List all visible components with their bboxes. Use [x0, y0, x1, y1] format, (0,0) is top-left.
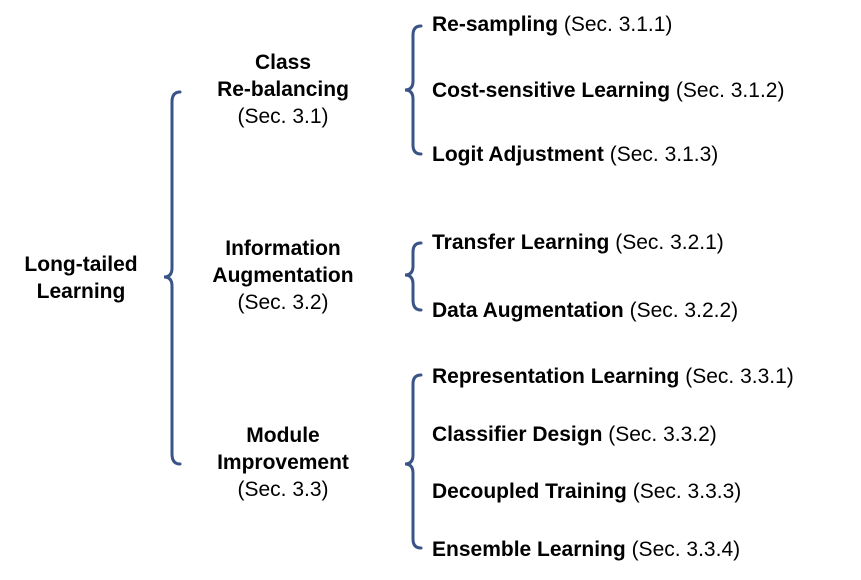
leaf-name: Logit Adjustment [432, 143, 604, 166]
leaf-item: Re-sampling (Sec. 3.1.1) [432, 12, 672, 38]
root-label-line: Learning [36, 280, 126, 303]
branch-information-augmentation: Information Augmentation (Sec. 3.2) [183, 235, 383, 316]
module-improvement-brace [404, 373, 423, 550]
leaf-item: Cost-sensitive Learning (Sec. 3.1.2) [432, 78, 784, 104]
leaf-section: (Sec. 3.3.4) [631, 538, 741, 561]
branch-title-line: Information [225, 237, 341, 260]
branch-section: (Sec. 3.2) [237, 291, 329, 314]
branch-title-line: Improvement [217, 451, 349, 474]
leaf-section: (Sec. 3.3.3) [632, 480, 742, 503]
leaf-item: Representation Learning (Sec. 3.3.1) [432, 364, 794, 390]
branch-module-improvement: Module Improvement (Sec. 3.3) [183, 422, 383, 503]
leaf-section: (Sec. 3.2.1) [615, 231, 724, 254]
branch-section: (Sec. 3.3) [237, 478, 329, 501]
leaf-name: Re-sampling [432, 13, 559, 36]
leaf-section: (Sec. 3.2.2) [629, 299, 739, 322]
branch-class-rebalancing: Class Re-balancing (Sec. 3.1) [183, 49, 383, 130]
root-label-line: Long-tailed [24, 253, 138, 276]
information-augmentation-brace [404, 241, 423, 312]
branch-title-line: Module [246, 424, 320, 447]
leaf-section: (Sec. 3.3.2) [608, 423, 717, 446]
leaf-section: (Sec. 3.3.1) [685, 365, 794, 388]
root-brace [163, 90, 182, 466]
branch-title-line: Class [254, 51, 312, 74]
leaf-item: Data Augmentation (Sec. 3.2.2) [432, 298, 738, 324]
leaf-item: Transfer Learning (Sec. 3.2.1) [432, 230, 724, 256]
class-rebalancing-brace [404, 24, 423, 156]
leaf-item: Ensemble Learning (Sec. 3.3.4) [432, 537, 740, 563]
leaf-name: Decoupled Training [432, 480, 627, 503]
leaf-item: Decoupled Training (Sec. 3.3.3) [432, 479, 741, 505]
leaf-name: Data Augmentation [432, 299, 624, 322]
branch-title-line: Augmentation [212, 264, 354, 287]
leaf-item: Classifier Design (Sec. 3.3.2) [432, 422, 717, 448]
leaf-item: Logit Adjustment (Sec. 3.1.3) [432, 142, 718, 168]
leaf-name: Ensemble Learning [432, 538, 626, 561]
leaf-section: (Sec. 3.1.2) [675, 79, 785, 102]
branch-section: (Sec. 3.1) [237, 105, 329, 128]
leaf-section: (Sec. 3.1.3) [609, 143, 719, 166]
leaf-name: Classifier Design [432, 423, 603, 446]
root-node: Long-tailed Learning [2, 251, 160, 305]
leaf-name: Representation Learning [432, 365, 680, 388]
leaf-section: (Sec. 3.1.1) [563, 13, 673, 36]
branch-title-line: Re-balancing [217, 78, 349, 101]
leaf-name: Transfer Learning [432, 231, 610, 254]
leaf-name: Cost-sensitive Learning [432, 79, 671, 102]
